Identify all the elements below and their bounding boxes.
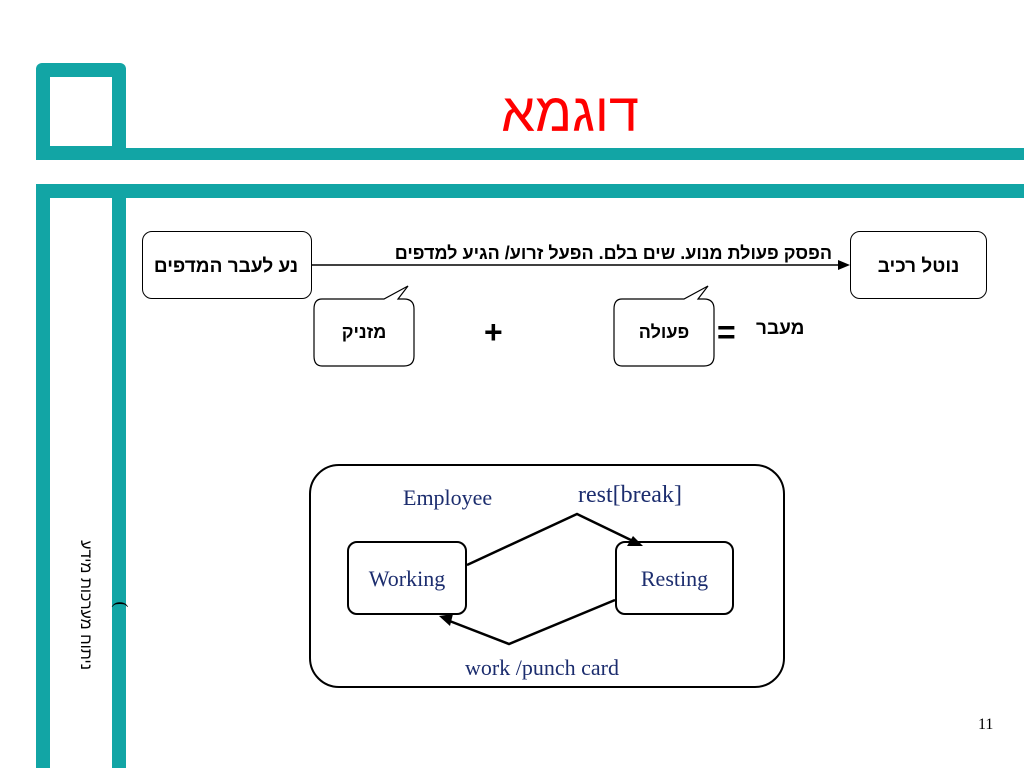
- small-paren-mark: (: [111, 601, 132, 608]
- lower-transition-arrow: [446, 598, 616, 646]
- state-working-label: Working: [368, 566, 446, 591]
- lower-arrowhead: [439, 614, 453, 626]
- plus-sign: +: [484, 314, 503, 350]
- equals-sign: =: [717, 314, 736, 350]
- side-caption: ניתוח מערכות מידע: [70, 520, 100, 690]
- state-target-box: [850, 231, 987, 299]
- frame-band-gap: [36, 160, 1024, 184]
- state-resting-box: [615, 541, 734, 615]
- state-source-box: [142, 231, 312, 299]
- side-caption-text: ניתוח מערכות מידע: [77, 540, 94, 670]
- transition-label: הפסק פעולת מנוע. שים בלם. הפעל זרוע/ הגי…: [394, 243, 832, 263]
- upper-arrowhead: [627, 536, 643, 546]
- trigger-callout-shape: [313, 285, 415, 367]
- trigger-callout-label: מזניק: [341, 322, 387, 342]
- statechart-arrows: [439, 512, 643, 646]
- state-source-label: נע לעבר המדפים: [153, 256, 299, 277]
- frame-top-square-inner: [50, 77, 112, 146]
- upper-transition-label: rest[break]: [578, 482, 682, 508]
- page-number: 11: [978, 716, 994, 733]
- lower-transition-label: work /punch card: [465, 655, 619, 680]
- action-callout-label: פעולה: [638, 322, 690, 342]
- statechart-object-name: Employee: [403, 485, 493, 510]
- frame-top-gap-fill: [112, 160, 126, 184]
- action-callout-shape: [613, 285, 715, 367]
- state-working-box: [347, 541, 467, 615]
- transition-word: מעבר: [756, 318, 805, 339]
- slide-title: דוגמא: [501, 83, 639, 143]
- transition-arrow: [312, 260, 850, 270]
- state-resting-label: Resting: [640, 566, 709, 591]
- state-target-label: נוטל רכיב: [877, 256, 960, 277]
- upper-transition-arrow: [466, 512, 636, 567]
- frame-left-column-inner: [50, 198, 112, 768]
